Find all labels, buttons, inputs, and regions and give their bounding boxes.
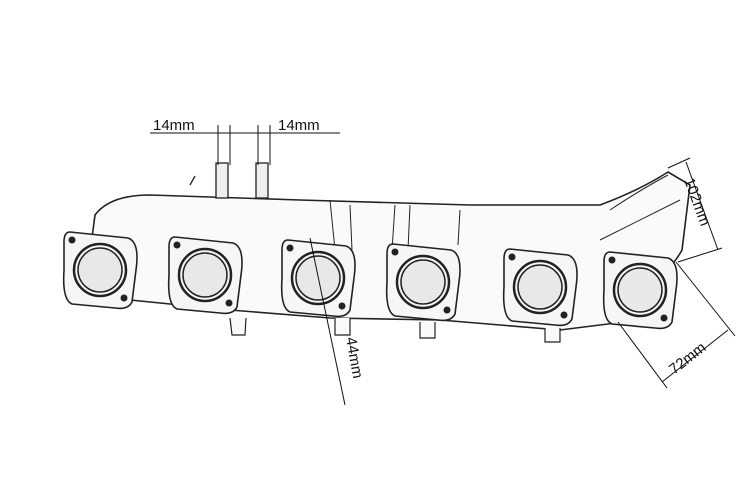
flanges	[62, 231, 678, 330]
bolt-hole	[443, 306, 451, 314]
stud-left	[215, 162, 229, 199]
bolt-hole	[608, 256, 616, 264]
bolt-hole	[173, 241, 181, 249]
studs	[189, 162, 269, 199]
bolt-hole	[391, 248, 399, 256]
exhaust-port-flange	[385, 243, 461, 322]
bolt-hole	[560, 311, 568, 319]
bolt-hole	[225, 299, 233, 307]
bolt-hole	[338, 302, 346, 310]
dimension-lines	[150, 125, 736, 406]
exhaust-port-flange	[502, 248, 578, 327]
bolt-hole	[286, 244, 294, 252]
exhaust-port-flange	[602, 251, 678, 330]
dim-label-port-height: 44mm	[342, 336, 366, 380]
dim-label-flange-width: 72mm	[666, 339, 709, 378]
bolt-hole	[120, 294, 128, 302]
bolt-hole	[508, 253, 516, 261]
dim-label-stud-right: 14mm	[278, 117, 320, 134]
exhaust-port-flange	[62, 231, 138, 310]
dim-label-stud-left: 14mm	[153, 117, 195, 134]
bolt-hole	[68, 236, 76, 244]
bolt-hole	[660, 314, 668, 322]
stud-right	[255, 162, 269, 199]
exhaust-port-flange	[167, 236, 243, 315]
